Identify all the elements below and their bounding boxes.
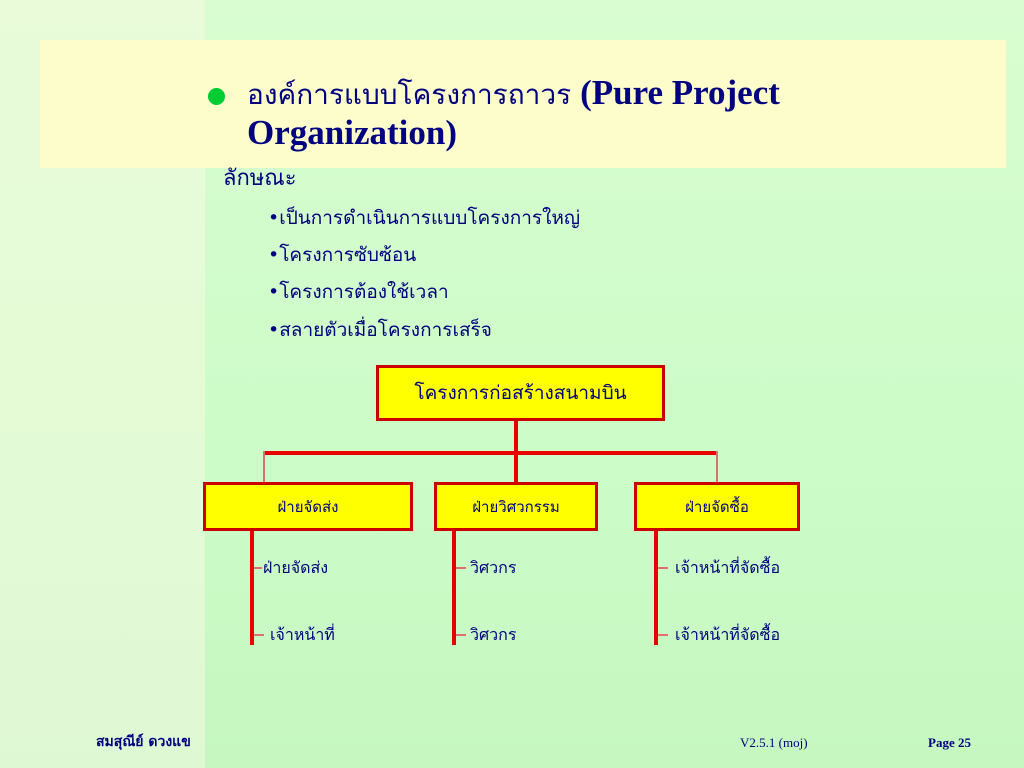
dept-connector-line-right xyxy=(716,451,718,483)
sub-item: วิศวกร xyxy=(470,558,517,577)
dept-label: ฝ่ายจัดส่ง xyxy=(277,497,339,516)
footer-page-number: Page 25 xyxy=(928,735,971,750)
dept-label: ฝ่ายจัดซื้อ xyxy=(685,497,749,516)
title-thai: องค์การแบบโครงการถาวร xyxy=(247,78,581,111)
sub-item: เจ้าหน้าที่จัดซื้อ xyxy=(675,558,781,577)
footer-author: สมสุณีย์ ดวงแข xyxy=(96,734,191,750)
sub-item: ฝ่ายจัดส่ง xyxy=(263,558,329,577)
dept-box-engineering: ฝ่ายวิศวกรรม xyxy=(434,482,598,531)
feature-item: •สลายตัวเมื่อโครงการเสร็จ xyxy=(268,319,492,341)
sub-tick-line xyxy=(658,634,668,636)
sub-item: เจ้าหน้าที่จัดซื้อ xyxy=(675,625,781,644)
subheading: ลักษณะ xyxy=(223,166,297,191)
dept-connector-line-left xyxy=(263,451,265,483)
slide-title: องค์การแบบโครงการถาวร (Pure Project Orga… xyxy=(247,74,967,152)
sub-connector-line-engineering xyxy=(452,531,456,645)
title-bullet-icon xyxy=(208,88,225,105)
title-english: (Pure Project Organization) xyxy=(247,73,780,152)
dept-box-shipping: ฝ่ายจัดส่ง xyxy=(203,482,413,531)
footer-version: V2.5.1 (moj) xyxy=(740,735,808,750)
sub-tick-line xyxy=(658,567,668,569)
sub-tick-line xyxy=(456,634,466,636)
sub-connector-line-shipping xyxy=(250,531,254,645)
org-root-label: โครงการก่อสร้างสนามบิน xyxy=(414,382,627,404)
sub-item: วิศวกร xyxy=(470,625,517,644)
sub-item: เจ้าหน้าที่ xyxy=(270,625,335,644)
org-root-box: โครงการก่อสร้างสนามบิน xyxy=(376,365,665,421)
sub-tick-line xyxy=(456,567,466,569)
horizontal-connector-line xyxy=(263,451,718,455)
dept-label: ฝ่ายวิศวกรรม xyxy=(472,497,560,516)
title-band xyxy=(40,40,1006,168)
feature-item: •โครงการต้องใช้เวลา xyxy=(268,281,449,303)
feature-item: •เป็นการดำเนินการแบบโครงการใหญ่ xyxy=(268,207,581,229)
sub-tick-line xyxy=(254,567,262,569)
sub-tick-line xyxy=(254,634,264,636)
sub-connector-line-purchasing xyxy=(654,531,658,645)
feature-item: •โครงการซับซ้อน xyxy=(268,244,417,266)
dept-box-purchasing: ฝ่ายจัดซื้อ xyxy=(634,482,800,531)
